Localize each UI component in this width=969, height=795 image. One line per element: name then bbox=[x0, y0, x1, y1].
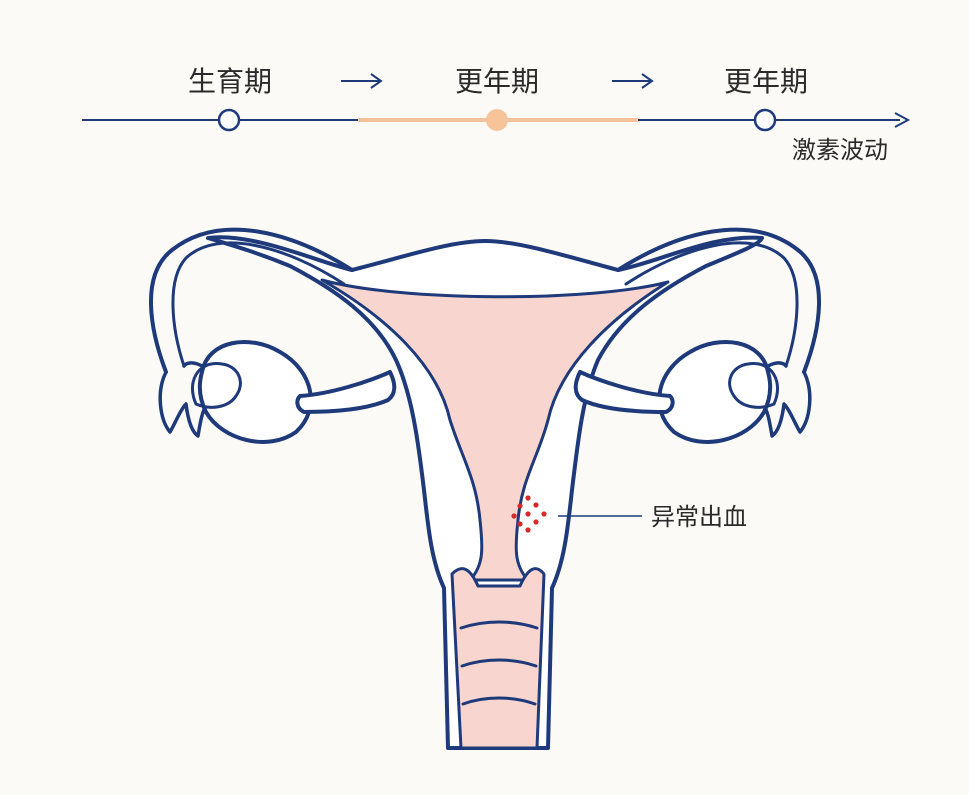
timeline-node-1 bbox=[217, 108, 241, 132]
timeline-caption: 激素波动 bbox=[792, 136, 888, 164]
right-ovarian-ligament bbox=[573, 370, 675, 414]
stage-label-1: 生育期 bbox=[188, 65, 272, 98]
cervix-ridge-1 bbox=[459, 620, 539, 630]
right-ovary-fold bbox=[728, 362, 780, 409]
cervical-canal bbox=[450, 567, 546, 750]
left-fallopian-tube-inner bbox=[171, 241, 346, 368]
cervix-ridge-3 bbox=[461, 696, 537, 706]
stage-arrow-2 bbox=[612, 73, 654, 89]
left-fallopian-tube bbox=[149, 227, 354, 374]
timeline-node-3 bbox=[753, 108, 777, 132]
timeline: 生育期 更年期 更年期 激素波动 bbox=[82, 65, 911, 164]
stage-label-3: 更年期 bbox=[724, 65, 808, 98]
right-fallopian-tube bbox=[616, 227, 821, 374]
left-ovary bbox=[197, 339, 313, 444]
right-fallopian-tube-inner bbox=[624, 241, 799, 368]
bleeding-label: 异常出血 bbox=[651, 503, 747, 531]
bleeding-spots bbox=[511, 495, 547, 533]
stage-arrow-1 bbox=[341, 73, 383, 89]
uterus-diagram bbox=[149, 227, 821, 750]
left-ovary-fold bbox=[190, 362, 242, 409]
cervix-ridge-2 bbox=[460, 658, 538, 668]
timeline-node-2 bbox=[486, 109, 508, 131]
left-ovarian-ligament bbox=[295, 370, 397, 414]
stage-label-2: 更年期 bbox=[455, 65, 539, 98]
right-ovary bbox=[657, 339, 773, 444]
timeline-arrowhead bbox=[894, 112, 911, 128]
